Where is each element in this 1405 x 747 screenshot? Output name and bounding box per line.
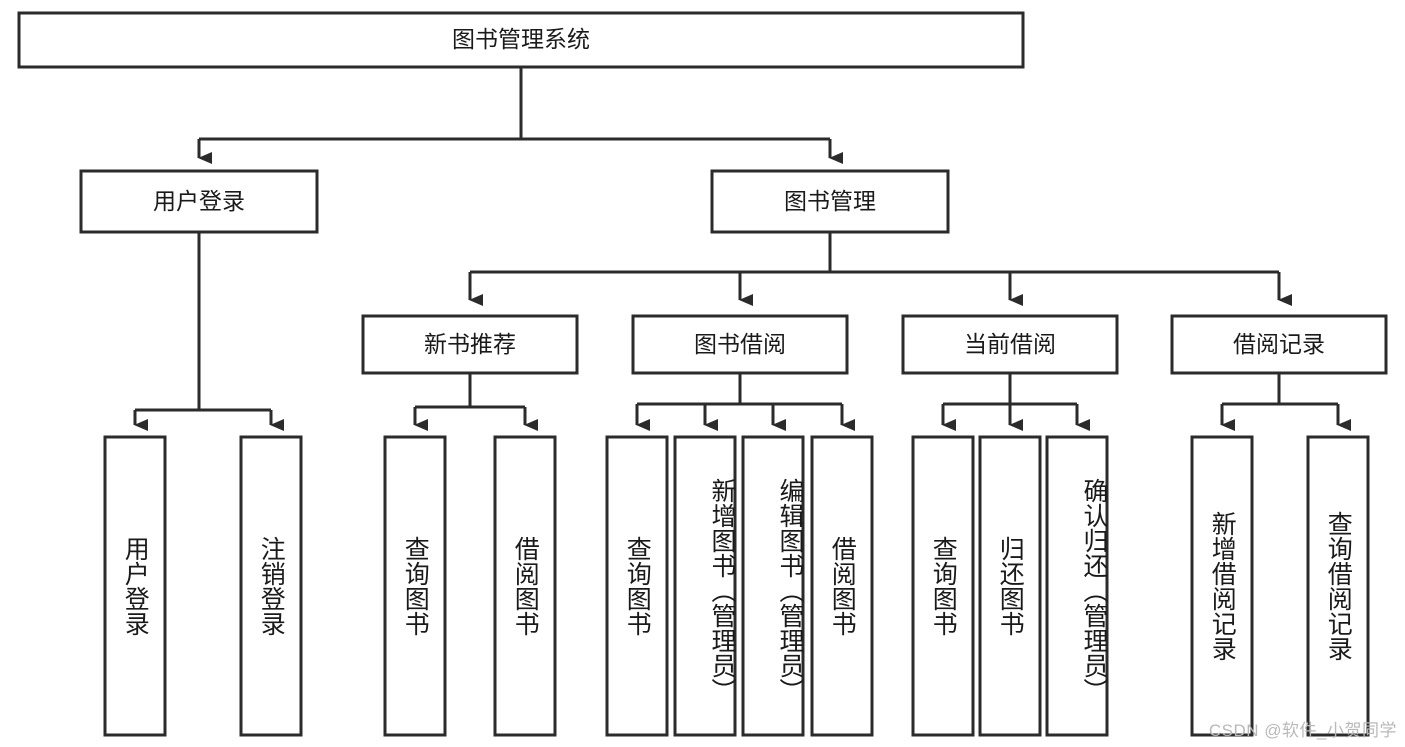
node-box-root[interactable] [17, 11, 1025, 69]
node-box-leaf-query-book-3[interactable] [911, 435, 975, 737]
node-box-leaf-borrow-book-1[interactable] [493, 435, 557, 737]
node-box-leaf-confirm-return[interactable] [1045, 435, 1109, 737]
node-box-book-borrow[interactable] [631, 314, 849, 375]
node-box-leaf-query-book-1[interactable] [383, 435, 447, 737]
node-box-leaf-add-record[interactable] [1190, 435, 1254, 737]
node-box-borrow-record[interactable] [1170, 314, 1388, 375]
connector-book-management-to-level3 [468, 232, 1292, 306]
node-box-leaf-add-book[interactable] [673, 435, 737, 737]
node-box-user-login[interactable] [79, 169, 319, 234]
node-box-leaf-query-record[interactable] [1306, 435, 1370, 737]
node-box-book-management[interactable] [710, 169, 950, 234]
connector-current-borrow-to-leaves [941, 373, 1090, 431]
connector-root-to-level2 [197, 67, 843, 164]
connector-new-book-recommend-to-leaves [413, 373, 538, 431]
node-box-leaf-return-book[interactable] [978, 435, 1042, 737]
node-box-leaf-query-book-2[interactable] [605, 435, 669, 737]
node-box-leaf-user-login[interactable] [103, 435, 167, 737]
node-box-current-borrow[interactable] [901, 314, 1119, 375]
connector-user-login-to-leaves [133, 232, 284, 431]
node-box-new-book-recommend[interactable] [361, 314, 579, 375]
node-box-leaf-borrow-book-2[interactable] [810, 435, 874, 737]
csdn-watermark: CSDN @软件_小贺同学 [1208, 721, 1397, 740]
node-box-leaf-logout-login[interactable] [239, 435, 303, 737]
node-box-leaf-edit-book[interactable] [741, 435, 805, 737]
connector-book-borrow-to-leaves [635, 373, 855, 431]
connector-borrow-record-to-leaves [1220, 373, 1351, 431]
